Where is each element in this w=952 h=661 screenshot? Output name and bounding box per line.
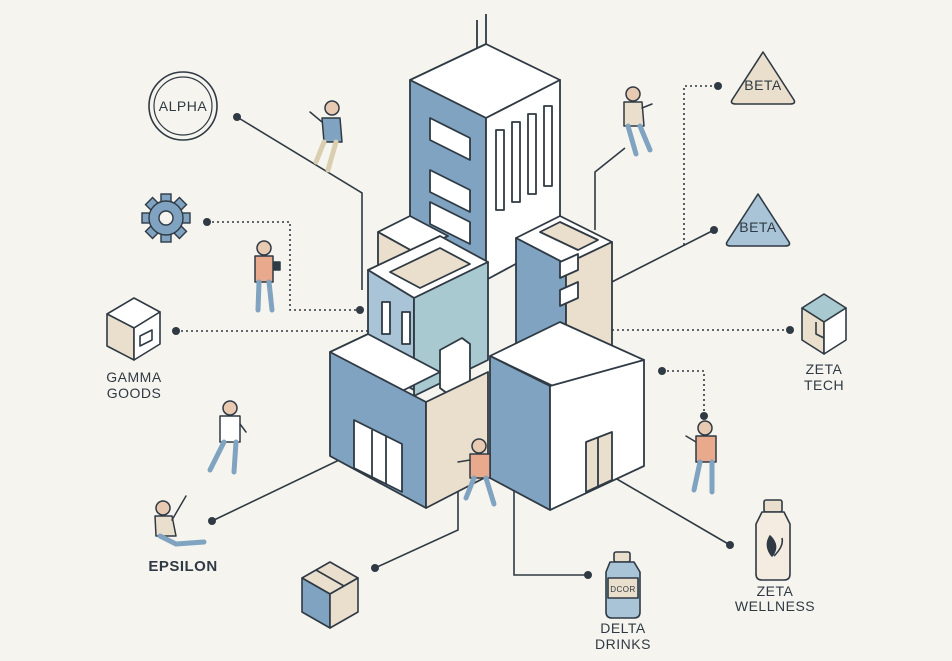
zeta-tech-label-line1: ZETA (806, 361, 843, 377)
gamma-label-line1: GAMMA (106, 369, 162, 385)
zeta-wellness-label-line2: WELLNESS (735, 598, 815, 614)
parcel-box-icon (301, 561, 359, 629)
cube-icon (801, 293, 847, 355)
connector-person-top (594, 147, 626, 230)
triangle-badge-icon (730, 51, 796, 105)
people (154, 86, 717, 547)
zeta-wellness-label-line1: ZETA (757, 583, 794, 599)
connector-dot (726, 541, 734, 549)
connector-dot (714, 82, 722, 90)
connector-beta-top (683, 85, 718, 245)
bottle-icon (605, 551, 641, 619)
connector-parcel (374, 490, 459, 569)
connector-dot (233, 113, 241, 121)
delta-label-line2: DRINKS (595, 636, 651, 652)
person-at-door (457, 438, 497, 507)
box-icon (106, 297, 161, 361)
alpha-label: ALPHA (159, 98, 208, 114)
right-tower-window (559, 253, 579, 279)
connector-dot (700, 412, 708, 420)
connector-dot (208, 517, 216, 525)
triangle-badge-icon (725, 193, 791, 247)
gamma-label-line2: GOODS (107, 385, 162, 401)
connector-dot (356, 306, 364, 314)
central-building (329, 14, 645, 511)
circle-badge-icon (148, 71, 218, 141)
tower-window (429, 117, 471, 161)
epsilon-label: EPSILON (148, 558, 217, 575)
gear-icon (141, 193, 191, 243)
connector-dot (786, 326, 794, 334)
bottle-tag: DCOR (610, 585, 636, 594)
lower-right-door (585, 431, 613, 493)
mid-block-window (401, 311, 411, 345)
tower-slot (543, 105, 553, 187)
person-sitting (154, 495, 207, 547)
connector-gear (207, 221, 360, 311)
mid-block-roof-opening (389, 247, 471, 289)
tower-window (429, 169, 471, 213)
connector-lines (172, 82, 794, 579)
connector-alpha (236, 116, 363, 290)
right-tower-window (559, 281, 579, 307)
person-with-phone (254, 240, 281, 313)
connector-wellness (597, 467, 731, 546)
connector-dot (710, 226, 718, 234)
mid-block-window (381, 301, 391, 335)
connector-dot (203, 218, 211, 226)
tower-slot (511, 121, 521, 203)
person-top-right (623, 86, 653, 157)
tower-window (429, 201, 471, 245)
tower-slot (495, 129, 505, 211)
person-walking-left (207, 400, 247, 475)
tower-slot (527, 113, 537, 195)
connector-delta (513, 478, 588, 576)
zeta-tech-label-line2: TECH (804, 377, 844, 393)
connector-dot (172, 327, 180, 335)
right-tower-roof-opening (539, 221, 599, 251)
leaf-bottle-icon (755, 499, 791, 581)
connector-dot (371, 564, 379, 572)
connector-dot (658, 367, 666, 375)
connector-person-right (662, 370, 705, 416)
lower-right-right-face (549, 359, 645, 511)
person-climbing-left (309, 100, 343, 173)
connector-beta-mid (599, 229, 715, 289)
person-right-waving (685, 420, 717, 495)
delta-label-line1: DELTA (600, 620, 646, 636)
connector-dot (584, 571, 592, 579)
beta-top-label: BETA (744, 77, 782, 93)
beta-mid-label: BETA (739, 219, 777, 235)
connector-epsilon (211, 449, 361, 522)
